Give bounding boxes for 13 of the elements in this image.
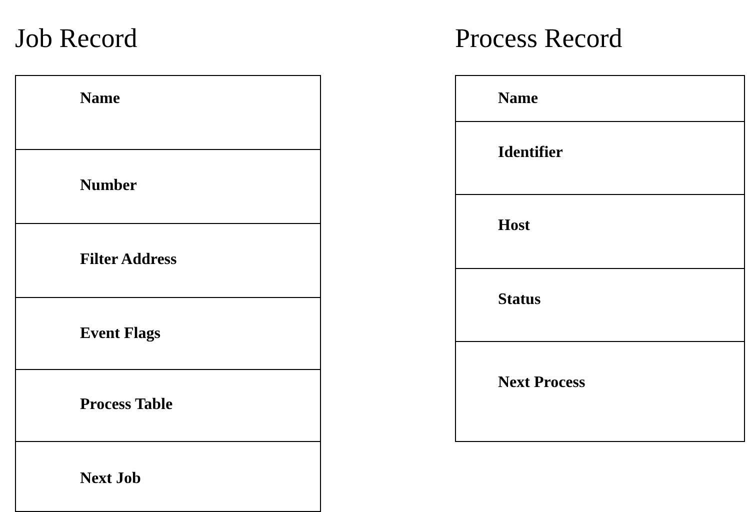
field-label: Status <box>498 291 541 309</box>
field-label: Host <box>498 217 530 235</box>
table-heading: Process Record <box>455 23 622 54</box>
field-label: Name <box>498 90 538 108</box>
field-label: Identifier <box>498 144 563 162</box>
field-label: Event Flags <box>80 325 160 343</box>
field-label: Number <box>80 177 137 195</box>
field-label: Name <box>80 90 120 108</box>
field-label: Filter Address <box>80 251 177 269</box>
field-label: Next Process <box>498 374 586 392</box>
table-heading: Job Record <box>15 23 138 54</box>
field-label: Process Table <box>80 396 173 414</box>
field-label: Next Job <box>80 470 141 488</box>
